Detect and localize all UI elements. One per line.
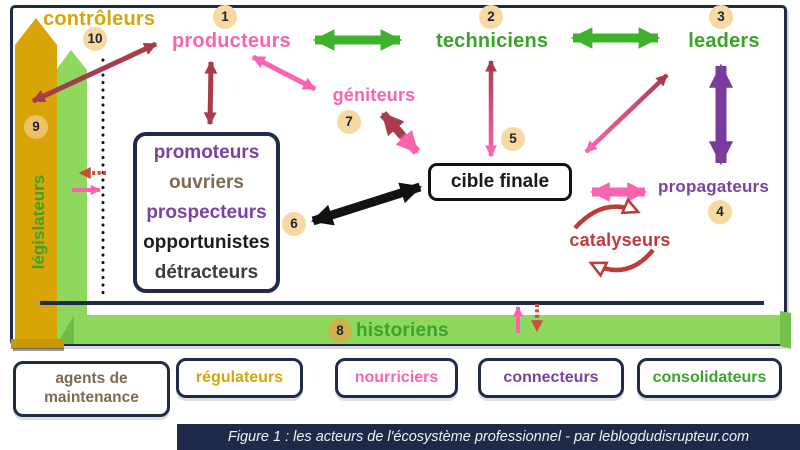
node-historiens: historiens — [356, 320, 449, 341]
bottom-box-connecteurs: connecteurs — [478, 358, 624, 398]
node-leaders: leaders — [688, 30, 760, 52]
badge-9: 9 — [24, 115, 48, 139]
badge-8: 8 — [328, 319, 352, 343]
node-propagateurs: propagateurs — [658, 177, 770, 196]
cible-finale-box: cible finale — [428, 163, 572, 201]
bottom-box-consolidateurs: consolidateurs — [637, 358, 782, 398]
badge-4: 4 — [708, 200, 732, 224]
bottom-box-agents-de-maintenance: agents de maintenance — [13, 361, 170, 417]
bottom-box-nourriciers: nourriciers — [335, 358, 458, 398]
figure-caption: Figure 1 : les acteurs de l'écosystème p… — [177, 424, 800, 450]
node-controleurs: contrôleurs — [43, 8, 156, 30]
group-item-ouvriers: ouvriers — [169, 171, 244, 193]
badge-3: 3 — [709, 5, 733, 29]
group-item-prospecteurs: prospecteurs — [146, 201, 267, 223]
group-item-opportunistes: opportunistes — [143, 231, 270, 253]
gold-ribbon-foot-shadow — [13, 348, 64, 351]
badge-10: 10 — [83, 27, 107, 51]
badge-5: 5 — [501, 127, 525, 151]
badge-7: 7 — [337, 110, 361, 134]
node-techniciens: techniciens — [436, 30, 549, 52]
node-catalyseurs: catalyseurs — [569, 230, 671, 250]
group-box: promoteurs ouvriers prospecteurs opportu… — [133, 132, 280, 293]
node-legislateurs: législateurs — [29, 174, 48, 270]
bottom-box-regulateurs: régulateurs — [176, 358, 303, 398]
badge-2: 2 — [479, 5, 503, 29]
node-producteurs: producteurs — [172, 30, 291, 52]
badge-6: 6 — [282, 212, 306, 236]
group-item-detracteurs: détracteurs — [154, 261, 259, 283]
diagram-frame — [10, 5, 787, 346]
badge-1: 1 — [213, 5, 237, 29]
node-geniteurs: géniteurs — [332, 85, 416, 105]
group-item-promoteurs: promoteurs — [153, 141, 260, 163]
